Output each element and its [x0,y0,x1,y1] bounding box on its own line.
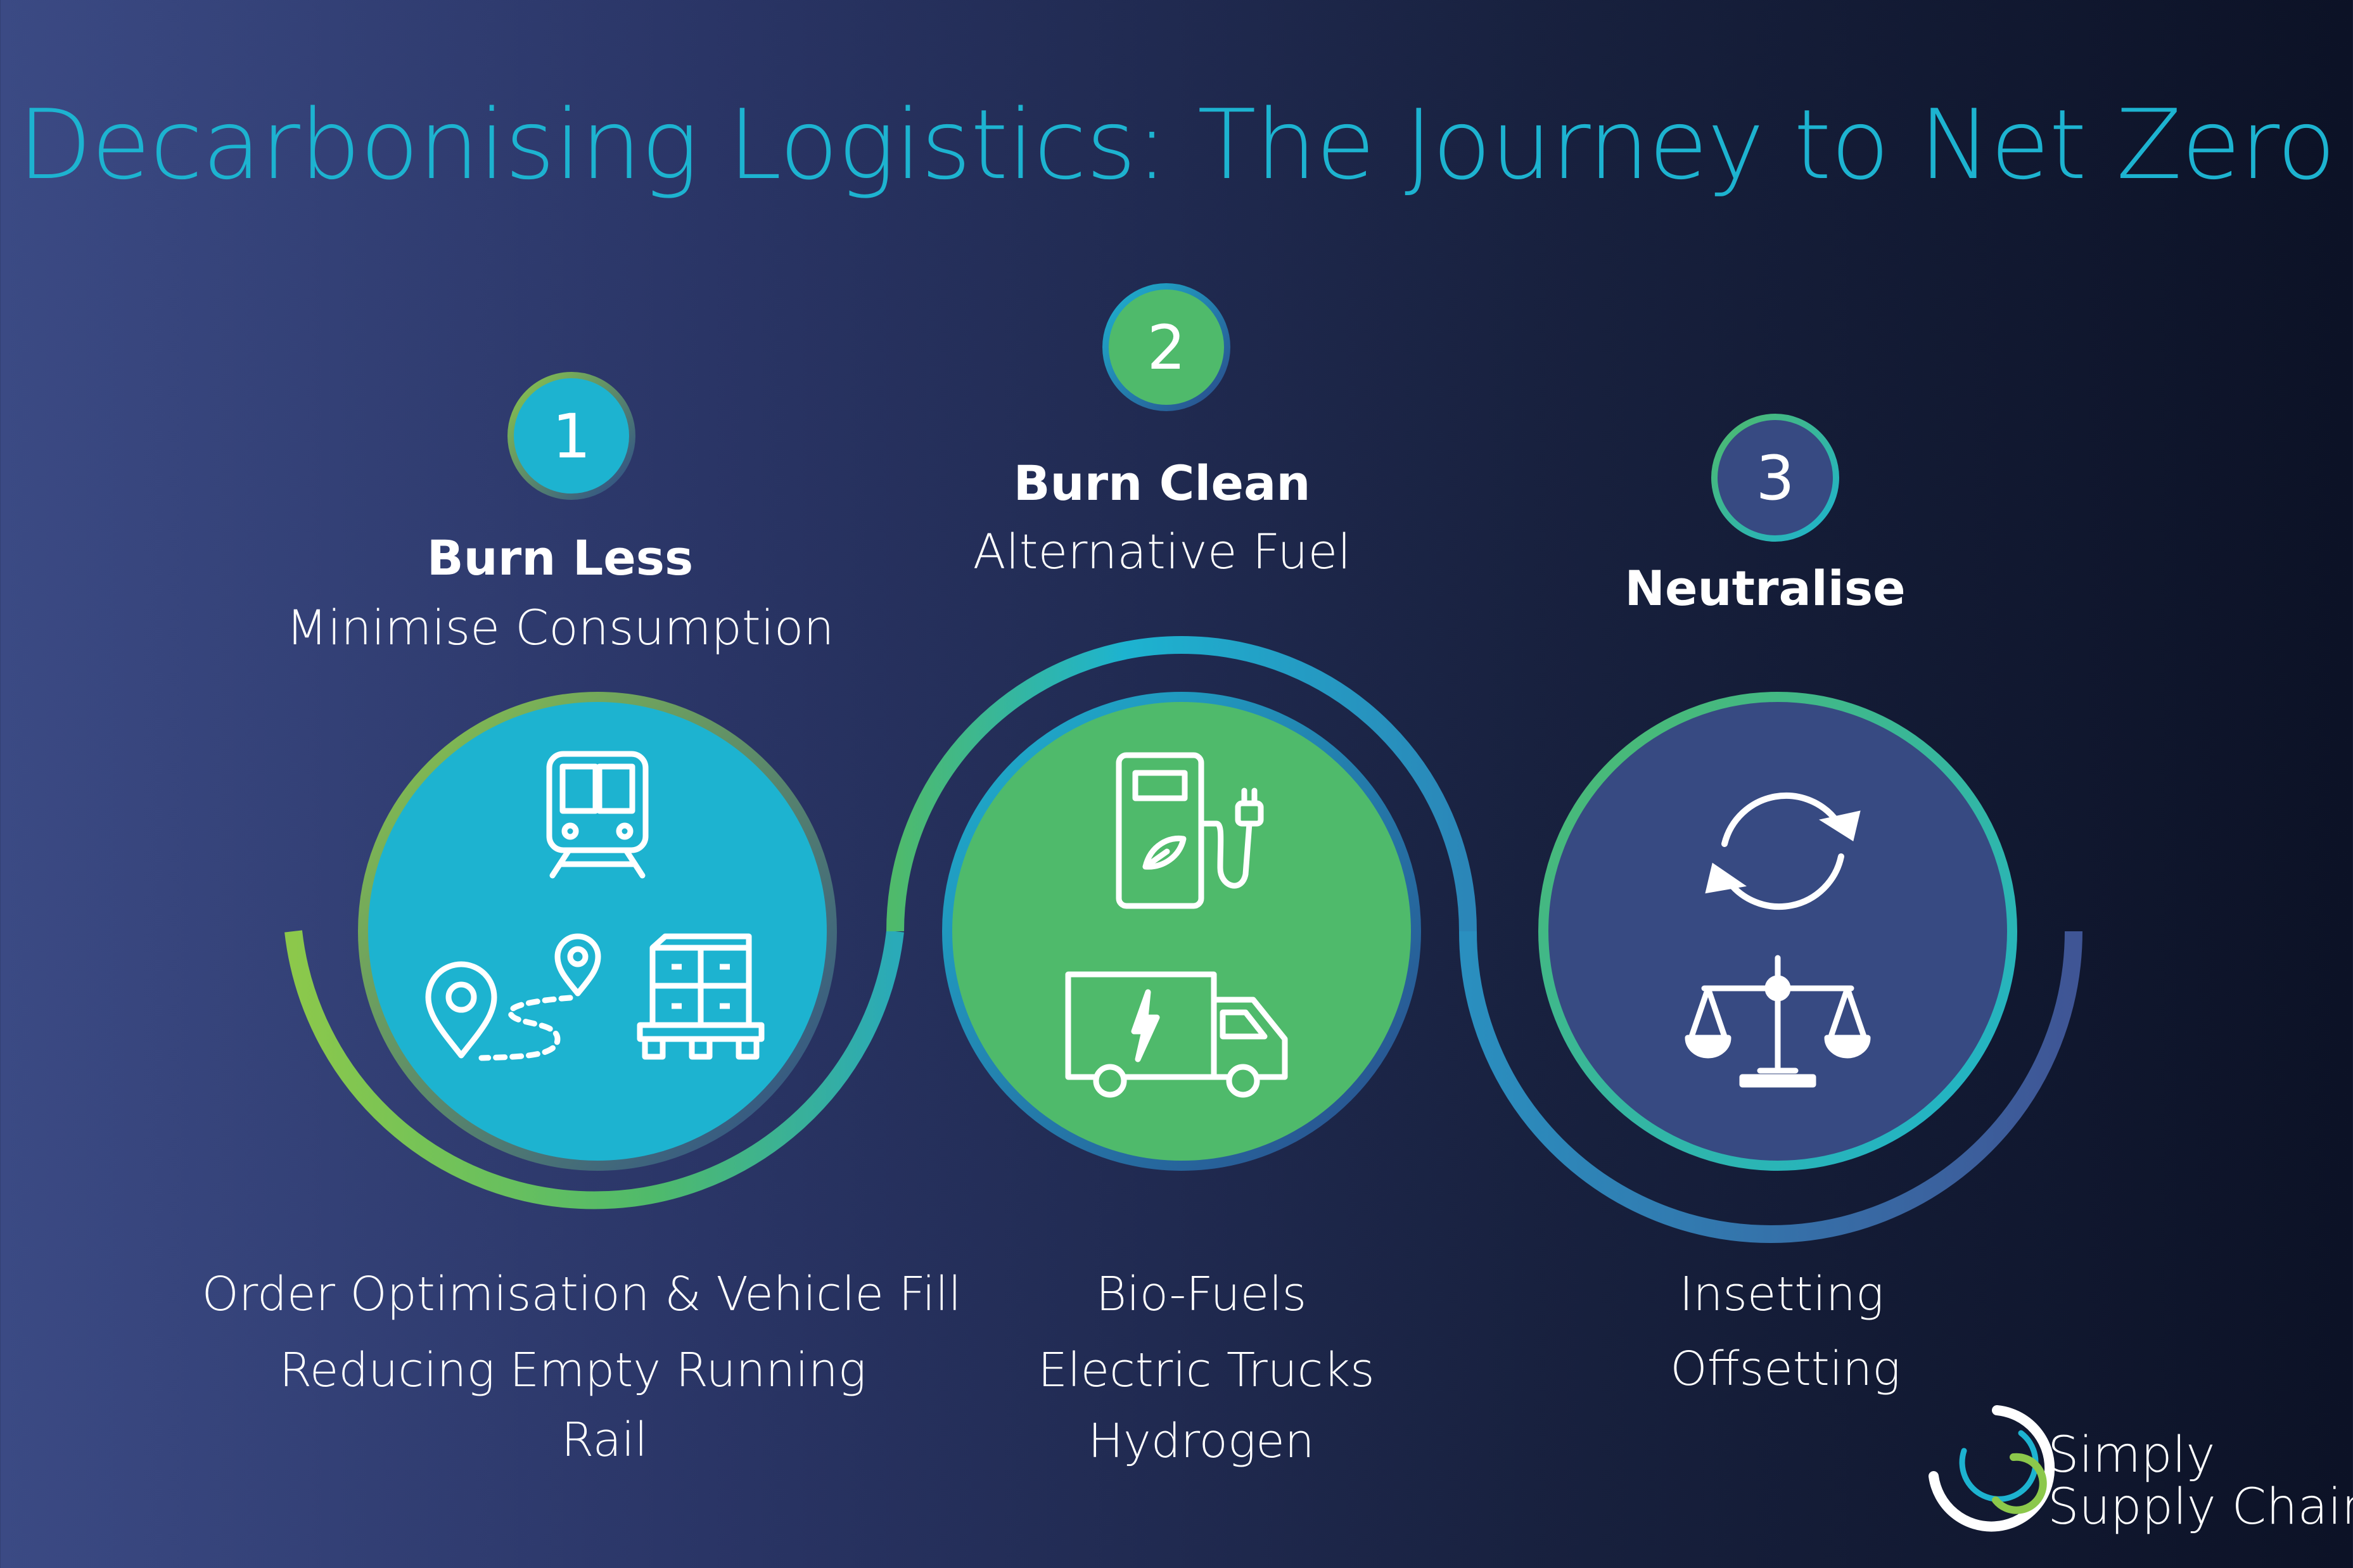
pallet-boxes-icon [637,933,765,1060]
step-3-number: 3 [1756,443,1794,514]
step-2-item-1: Bio-Fuels [1095,1267,1307,1322]
step-2-number: 2 [1147,312,1185,383]
step-2-item-2: Electric Trucks [1038,1343,1375,1398]
wave-arc-3 [1459,931,2082,1243]
logo-wordmark: Simply Supply Chain [2048,1429,2353,1533]
wave-arc-2 [886,636,1477,932]
logo-line-1: Simply [2048,1427,2216,1484]
electric-truck-icon [1065,971,1288,1098]
step-3-circle [1538,692,2017,1171]
step-3-badge: 3 [1711,414,1839,542]
step-1-number: 1 [552,401,590,472]
logo-line-2: Supply Chain [2048,1479,2353,1536]
step-1-subheading: Minimise Consumption [286,599,834,656]
step-2-circle [942,692,1421,1171]
step-1-item-3: Rail [561,1413,648,1467]
step-2-subheading: Alternative Fuel [972,523,1351,580]
balance-scale-icon [1685,955,1871,1088]
charging-station-icon [1116,752,1264,909]
step-3-item-1: Insetting [1679,1267,1884,1322]
step-2-badge: 2 [1102,283,1230,411]
wave-arc-1 [284,930,904,1209]
step-1-circle [358,692,837,1171]
step-3-item-2: Offsetting [1670,1342,1901,1396]
train-icon [546,751,649,879]
step-1-heading: Burn Less [426,530,694,586]
step-2-heading: Burn Clean [1013,455,1311,511]
step-1-item-2: Reducing Empty Running [279,1343,867,1398]
route-icon [425,933,601,1061]
page-title: Decarbonising Logistics: The Journey to … [18,89,2336,201]
step-2-item-3: Hydrogen [1088,1414,1315,1469]
step-1-item-1: Order Optimisation & Vehicle Fill [201,1267,962,1322]
simply-supply-chain-logo-mark [1929,1405,2055,1532]
cycle-arrows-icon [1705,792,1861,910]
step-1-badge: 1 [507,372,635,500]
step-3-heading: Neutralise [1624,560,1906,616]
